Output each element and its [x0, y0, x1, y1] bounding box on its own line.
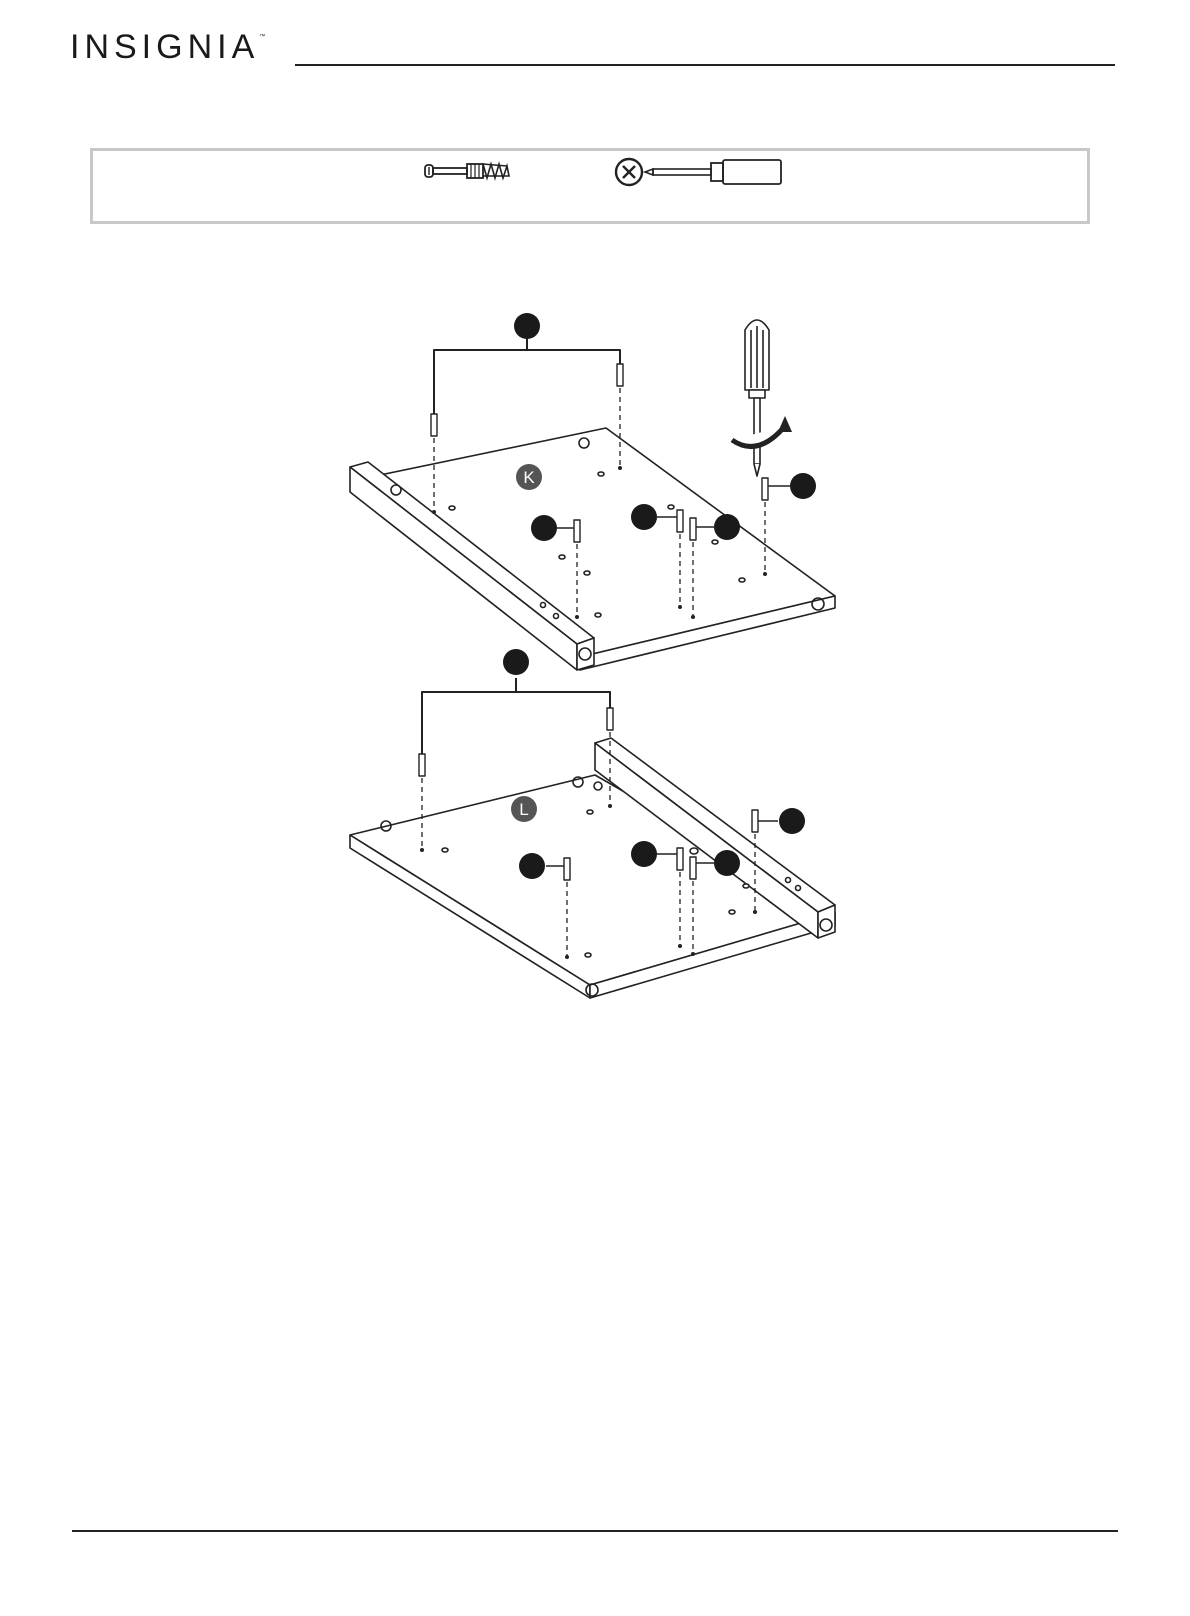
screwdriver-drawing [732, 320, 792, 476]
callout-marker [779, 808, 805, 834]
callout-marker [714, 850, 740, 876]
panel-k-board [350, 428, 835, 670]
footer-rule [72, 1530, 1118, 1532]
callout-marker [514, 313, 540, 339]
callout-marker [531, 515, 557, 541]
panel-l-board [350, 738, 835, 998]
panel-label-k: K [523, 468, 535, 487]
callout-marker [631, 841, 657, 867]
panel-label-l: L [519, 800, 528, 819]
callout-marker [631, 504, 657, 530]
callout-marker [790, 473, 816, 499]
callout-marker [503, 649, 529, 675]
callout-marker [714, 514, 740, 540]
callout-marker [519, 853, 545, 879]
